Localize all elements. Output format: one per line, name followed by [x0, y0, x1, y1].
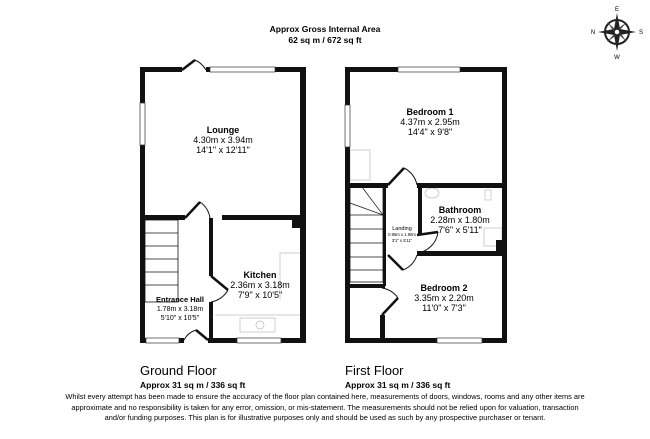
room-imperial-bedroom-1: 14'4" x 9'8" [408, 127, 452, 137]
room-name-bedroom-2: Bedroom 2 [420, 283, 467, 293]
room-metric-landing: 0.95m x 1.80m [388, 232, 416, 237]
room-metric-kitchen: 2.36m x 3.18m [230, 280, 290, 290]
room-name-bathroom: Bathroom [439, 205, 482, 215]
compass-rose-icon: E S W N [591, 7, 643, 61]
room-metric-bedroom-2: 3.35m x 2.20m [414, 293, 474, 303]
room-imperial-entrance-hall: 5'10" x 10'5" [161, 315, 200, 322]
room-name-entrance-hall: Entrance Hall [156, 295, 204, 304]
compass-east-label: E [615, 7, 619, 13]
room-metric-bedroom-1: 4.37m x 2.95m [400, 117, 460, 127]
room-name-landing: Landing [392, 226, 412, 232]
gross-area-value: 62 sq m / 672 sq ft [288, 35, 362, 45]
gross-area-label: Approx Gross Internal Area [269, 24, 381, 34]
room-imperial-landing: 3'1" x 5'11" [392, 238, 413, 243]
floor-plan-drawing: E S W N [139, 7, 643, 344]
ground-floor-title: Ground Floor [140, 363, 217, 378]
room-imperial-lounge: 14'1" x 12'11" [196, 145, 250, 155]
ground-floor-area: Approx 31 sq m / 336 sq ft [140, 380, 246, 390]
compass-north-label: N [591, 30, 595, 36]
room-imperial-bathroom: 7'6" x 5'11" [438, 225, 482, 235]
ground-floor-plan [139, 66, 306, 344]
room-name-kitchen: Kitchen [243, 270, 276, 280]
room-imperial-kitchen: 7'9" x 10'5" [238, 290, 282, 300]
room-imperial-bedroom-2: 11'0" x 7'3" [422, 303, 466, 313]
room-name-lounge: Lounge [207, 125, 240, 135]
compass-south-label: S [639, 30, 643, 36]
compass-west-label: W [614, 55, 620, 61]
room-name-bedroom-1: Bedroom 1 [406, 107, 453, 117]
room-metric-entrance-hall: 1.78m x 3.18m [157, 306, 203, 313]
room-metric-lounge: 4.30m x 3.94m [193, 135, 253, 145]
disclaimer-text: Whilst every attempt has been made to en… [65, 392, 585, 422]
room-metric-bathroom: 2.28m x 1.80m [430, 215, 490, 225]
first-floor-title: First Floor [345, 363, 404, 378]
first-floor-area: Approx 31 sq m / 336 sq ft [345, 380, 451, 390]
first-floor-plan [344, 66, 507, 344]
